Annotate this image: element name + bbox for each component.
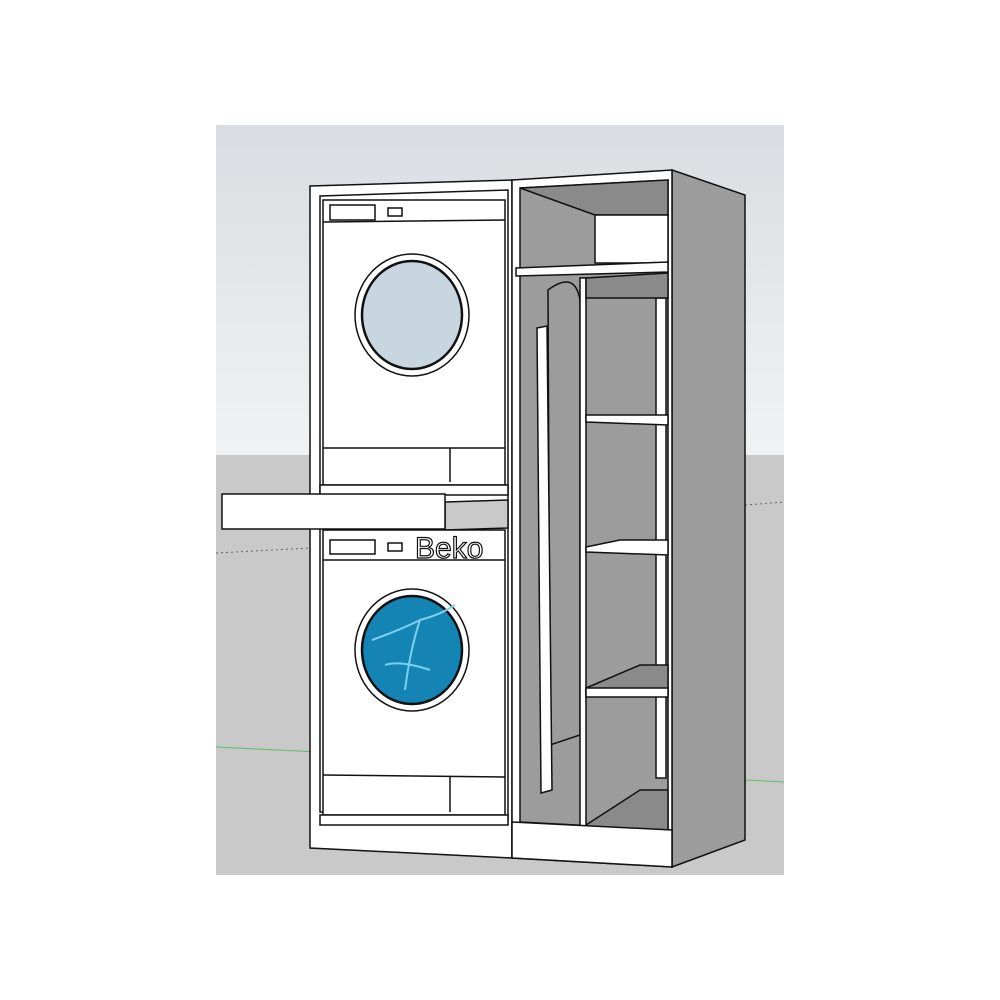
side-panel xyxy=(671,168,746,869)
dryer xyxy=(322,199,506,486)
broom-handle xyxy=(536,325,553,794)
shelves xyxy=(585,414,669,831)
upper-compartment-back xyxy=(594,214,669,264)
upper-shelf xyxy=(515,261,669,277)
washing-machine: Beko xyxy=(322,529,506,816)
brand-logo: Beko xyxy=(415,532,483,565)
pull-out-shelf xyxy=(221,493,446,530)
dotted-axis xyxy=(215,547,311,554)
ironing-board xyxy=(547,281,581,747)
plinth xyxy=(511,821,673,868)
dryer-button xyxy=(387,207,403,217)
green-axis-right xyxy=(744,779,785,783)
divider xyxy=(579,277,587,827)
dryer-drawer xyxy=(329,204,376,221)
washer-button xyxy=(387,542,403,552)
green-axis xyxy=(215,746,321,753)
washer-drawer xyxy=(329,539,376,555)
dotted-axis-right xyxy=(744,501,785,506)
shelf-1 xyxy=(585,414,669,426)
cabinet: Beko xyxy=(221,168,746,869)
water-reflection xyxy=(371,604,456,691)
shelf-2 xyxy=(585,539,669,556)
dryer-window xyxy=(360,259,464,371)
